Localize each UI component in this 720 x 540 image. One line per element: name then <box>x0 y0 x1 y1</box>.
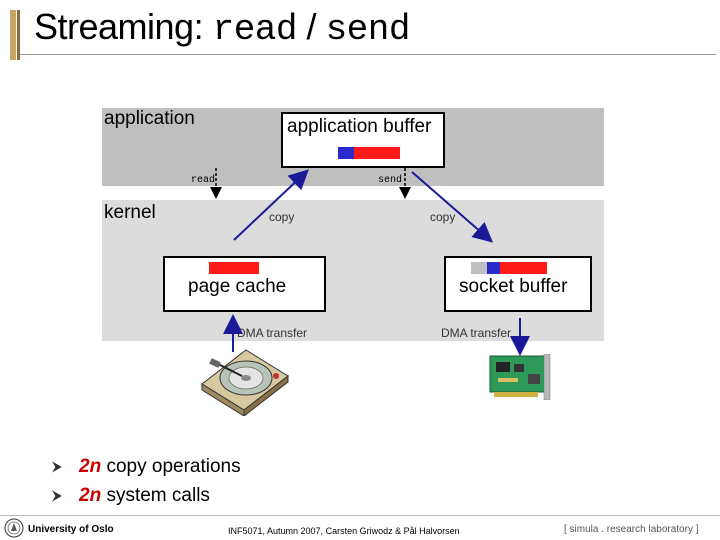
hard-disk-icon <box>201 349 289 416</box>
bullet-arrow-icon: ⮞ <box>52 458 63 474</box>
footer-university: University of Oslo <box>28 524 114 535</box>
dma-label-right: DMA transfer <box>441 326 512 340</box>
network-card-icon <box>489 354 551 400</box>
application-buffer-label: application buffer <box>287 116 432 137</box>
copy-label-left: copy <box>269 210 295 224</box>
bullet-count: 2n <box>79 455 102 477</box>
copy-arrow-app-to-socket <box>411 171 494 243</box>
title-read: read <box>212 9 298 50</box>
application-label: application <box>104 108 195 129</box>
footer-lab: [ simula . research laboratory ] <box>564 524 699 535</box>
socket-buffer-label: socket buffer <box>459 276 568 297</box>
university-seal-icon <box>4 518 24 538</box>
title-underline <box>20 54 716 55</box>
copy-arrow-cache-to-app <box>233 169 309 241</box>
app-buffer-blue-segment <box>338 147 354 159</box>
send-call-label: send <box>378 175 403 186</box>
page-cache-label: page cache <box>188 276 287 297</box>
bullet-item: ⮞ 2n system calls <box>52 481 241 510</box>
copy-label-right: copy <box>430 210 456 224</box>
bullet-arrow-icon: ⮞ <box>52 487 63 503</box>
bullet-text: copy operations <box>101 455 241 477</box>
bullet-count: 2n <box>79 484 102 506</box>
bullet-item: ⮞ 2n copy operations <box>52 452 241 481</box>
dma-label-left: DMA transfer <box>237 326 308 340</box>
footer-course: INF5071, Autumn 2007, Carsten Griwodz & … <box>228 526 460 536</box>
footer-separator <box>0 515 720 516</box>
socket-buffer-red-segment <box>500 262 547 274</box>
title-accent-bar <box>10 10 16 60</box>
title-separator: / <box>306 6 317 47</box>
app-buffer-red-segment <box>354 147 400 159</box>
slide-title: Streaming: read / send <box>34 6 410 50</box>
socket-buffer-gray-segment <box>471 262 487 274</box>
kernel-label: kernel <box>104 202 156 223</box>
title-accent-bar-dark <box>17 10 20 60</box>
bullet-list: ⮞ 2n copy operations ⮞ 2n system calls <box>52 452 241 510</box>
bullet-text: system calls <box>101 484 210 506</box>
title-prefix: Streaming: <box>34 6 204 47</box>
title-send: send <box>325 9 411 50</box>
read-call-label: read <box>191 175 216 186</box>
page-cache-red-segment <box>209 262 259 274</box>
socket-buffer-blue-segment <box>487 262 500 274</box>
